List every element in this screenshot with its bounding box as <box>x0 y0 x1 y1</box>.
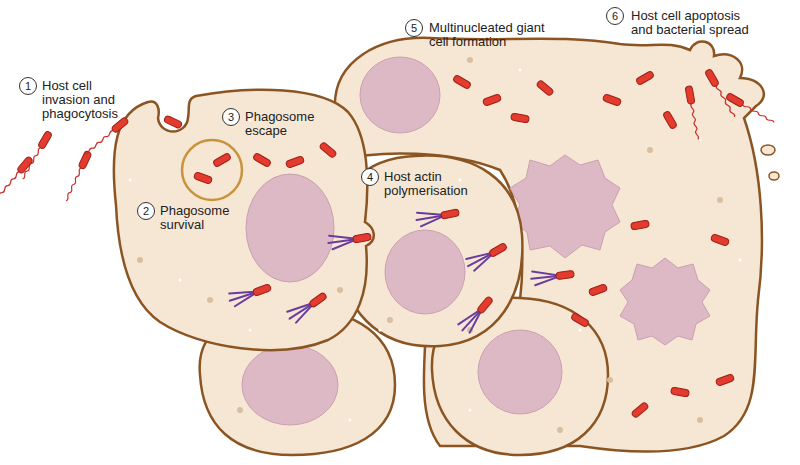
callout-circle: 3 <box>222 108 240 126</box>
callout-number: 5 <box>411 23 417 34</box>
callout-circle: 4 <box>361 168 379 186</box>
nucleus <box>478 330 562 414</box>
bleb <box>769 172 779 180</box>
step-label: Multinucleated giant cell formation <box>429 21 561 49</box>
callout-number: 1 <box>25 81 31 92</box>
host-cell <box>114 90 374 350</box>
bleb <box>761 145 775 155</box>
callout-number: 3 <box>228 112 234 123</box>
fragmented-nucleus <box>620 258 710 345</box>
step-label: Host cell invasion and phagocytosis <box>42 79 130 121</box>
callout-circle: 5 <box>405 19 423 37</box>
bacteria <box>0 68 776 418</box>
step-label: Phagosome survival <box>160 204 238 232</box>
step-label: Phagosome escape <box>245 110 323 138</box>
callout-number: 6 <box>612 11 618 22</box>
nucleus <box>385 230 465 314</box>
cytoplasm-specks <box>129 57 742 433</box>
callout-circle: 6 <box>606 7 624 25</box>
nucleus <box>246 174 334 282</box>
nucleus <box>242 345 338 425</box>
callout-circle: 1 <box>19 77 37 95</box>
callout-number: 2 <box>143 206 149 217</box>
giant-cell <box>335 38 764 452</box>
nucleus <box>360 57 440 133</box>
step-label: Host actin polymerisation <box>384 170 480 198</box>
step-label: Host cell apoptosis and bacterial spread <box>631 9 763 37</box>
callout-number: 4 <box>367 172 373 183</box>
fragmented-nucleus <box>510 155 620 258</box>
callout-circle: 2 <box>137 202 155 220</box>
phagosome <box>182 140 242 200</box>
